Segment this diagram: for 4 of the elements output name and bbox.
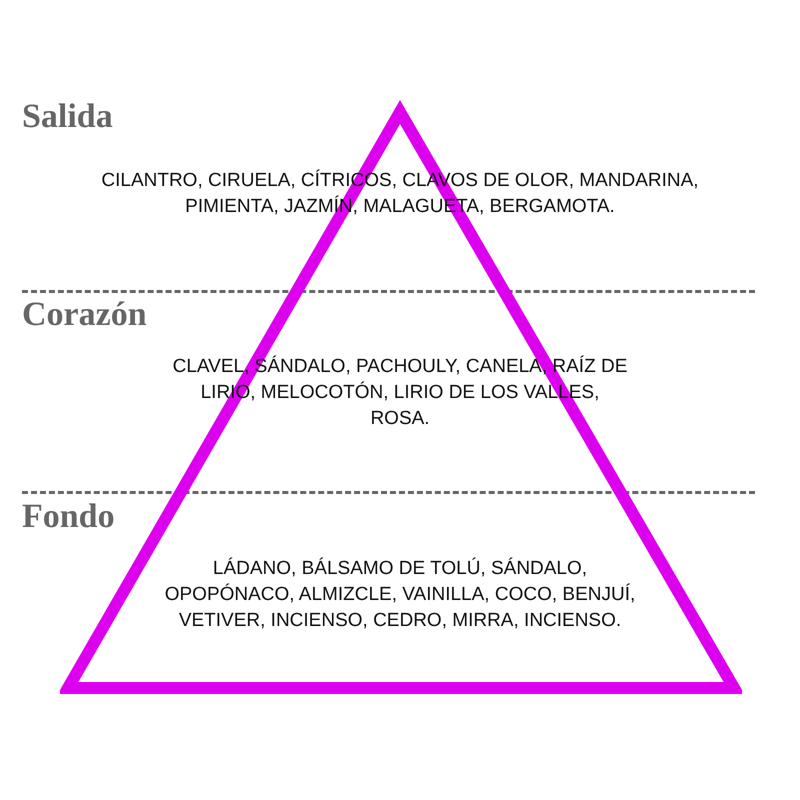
note-list: LÁDANO, BÁLSAMO DE TOLÚ, SÁNDALO, OPOPÓNACO, ALMIZCLE, VAINILLA, COCO, BENJUÍ, VETIVER, INCIENSO, CEDRO, MIRRA, INCIENSO. [150, 556, 650, 634]
tier-heading: Fondo [22, 498, 115, 536]
tier-heading: Salida [22, 98, 113, 136]
tier-heading: Corazón [22, 296, 147, 334]
